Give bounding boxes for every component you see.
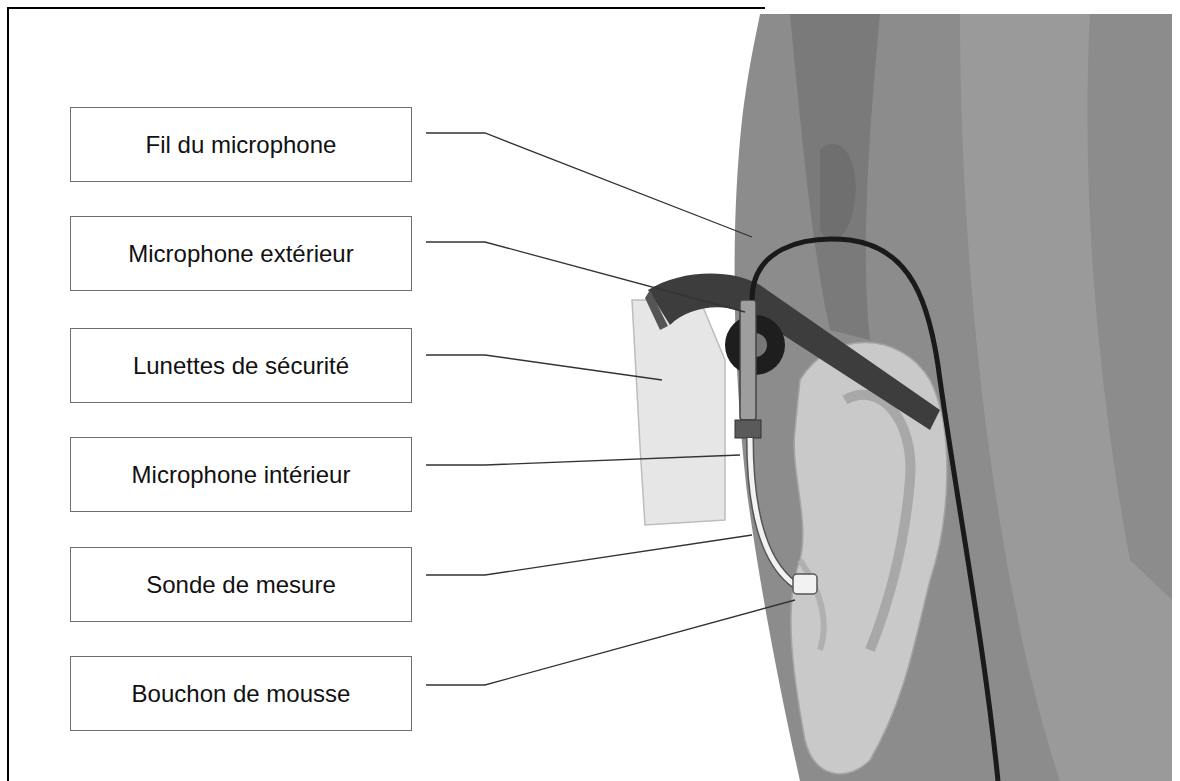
head-shade: [960, 14, 1172, 781]
ear-fold: [845, 395, 910, 650]
label-box: Bouchon de mousse: [70, 656, 412, 731]
glasses-arm: [648, 274, 940, 430]
frame: [8, 8, 765, 781]
head: [735, 14, 1172, 781]
part-label: Bouchon de mousse: [132, 680, 351, 708]
part-label: Microphone extérieur: [128, 240, 353, 268]
head-shade: [790, 14, 880, 340]
head-shade: [820, 144, 856, 240]
glasses-lens: [632, 300, 725, 525]
probe-tube: [750, 438, 795, 585]
part-label: Fil du microphone: [146, 131, 337, 159]
part-label: Lunettes de sécurité: [133, 352, 349, 380]
label-box: Microphone intérieur: [70, 437, 412, 512]
label-box: Fil du microphone: [70, 107, 412, 182]
part-label: Sonde de mesure: [146, 571, 335, 599]
label-box: Lunettes de sécurité: [70, 328, 412, 403]
outer-microphone: [740, 300, 756, 420]
part-label: Microphone intérieur: [132, 461, 351, 489]
probe-tube: [750, 438, 795, 585]
label-box: Sonde de mesure: [70, 547, 412, 622]
microphone-wire: [752, 239, 998, 781]
foam-plug: [793, 574, 817, 594]
leader-lines: [426, 133, 795, 685]
label-box: Microphone extérieur: [70, 216, 412, 291]
glasses-hinge: [645, 290, 668, 330]
inner-microphone: [735, 420, 761, 438]
